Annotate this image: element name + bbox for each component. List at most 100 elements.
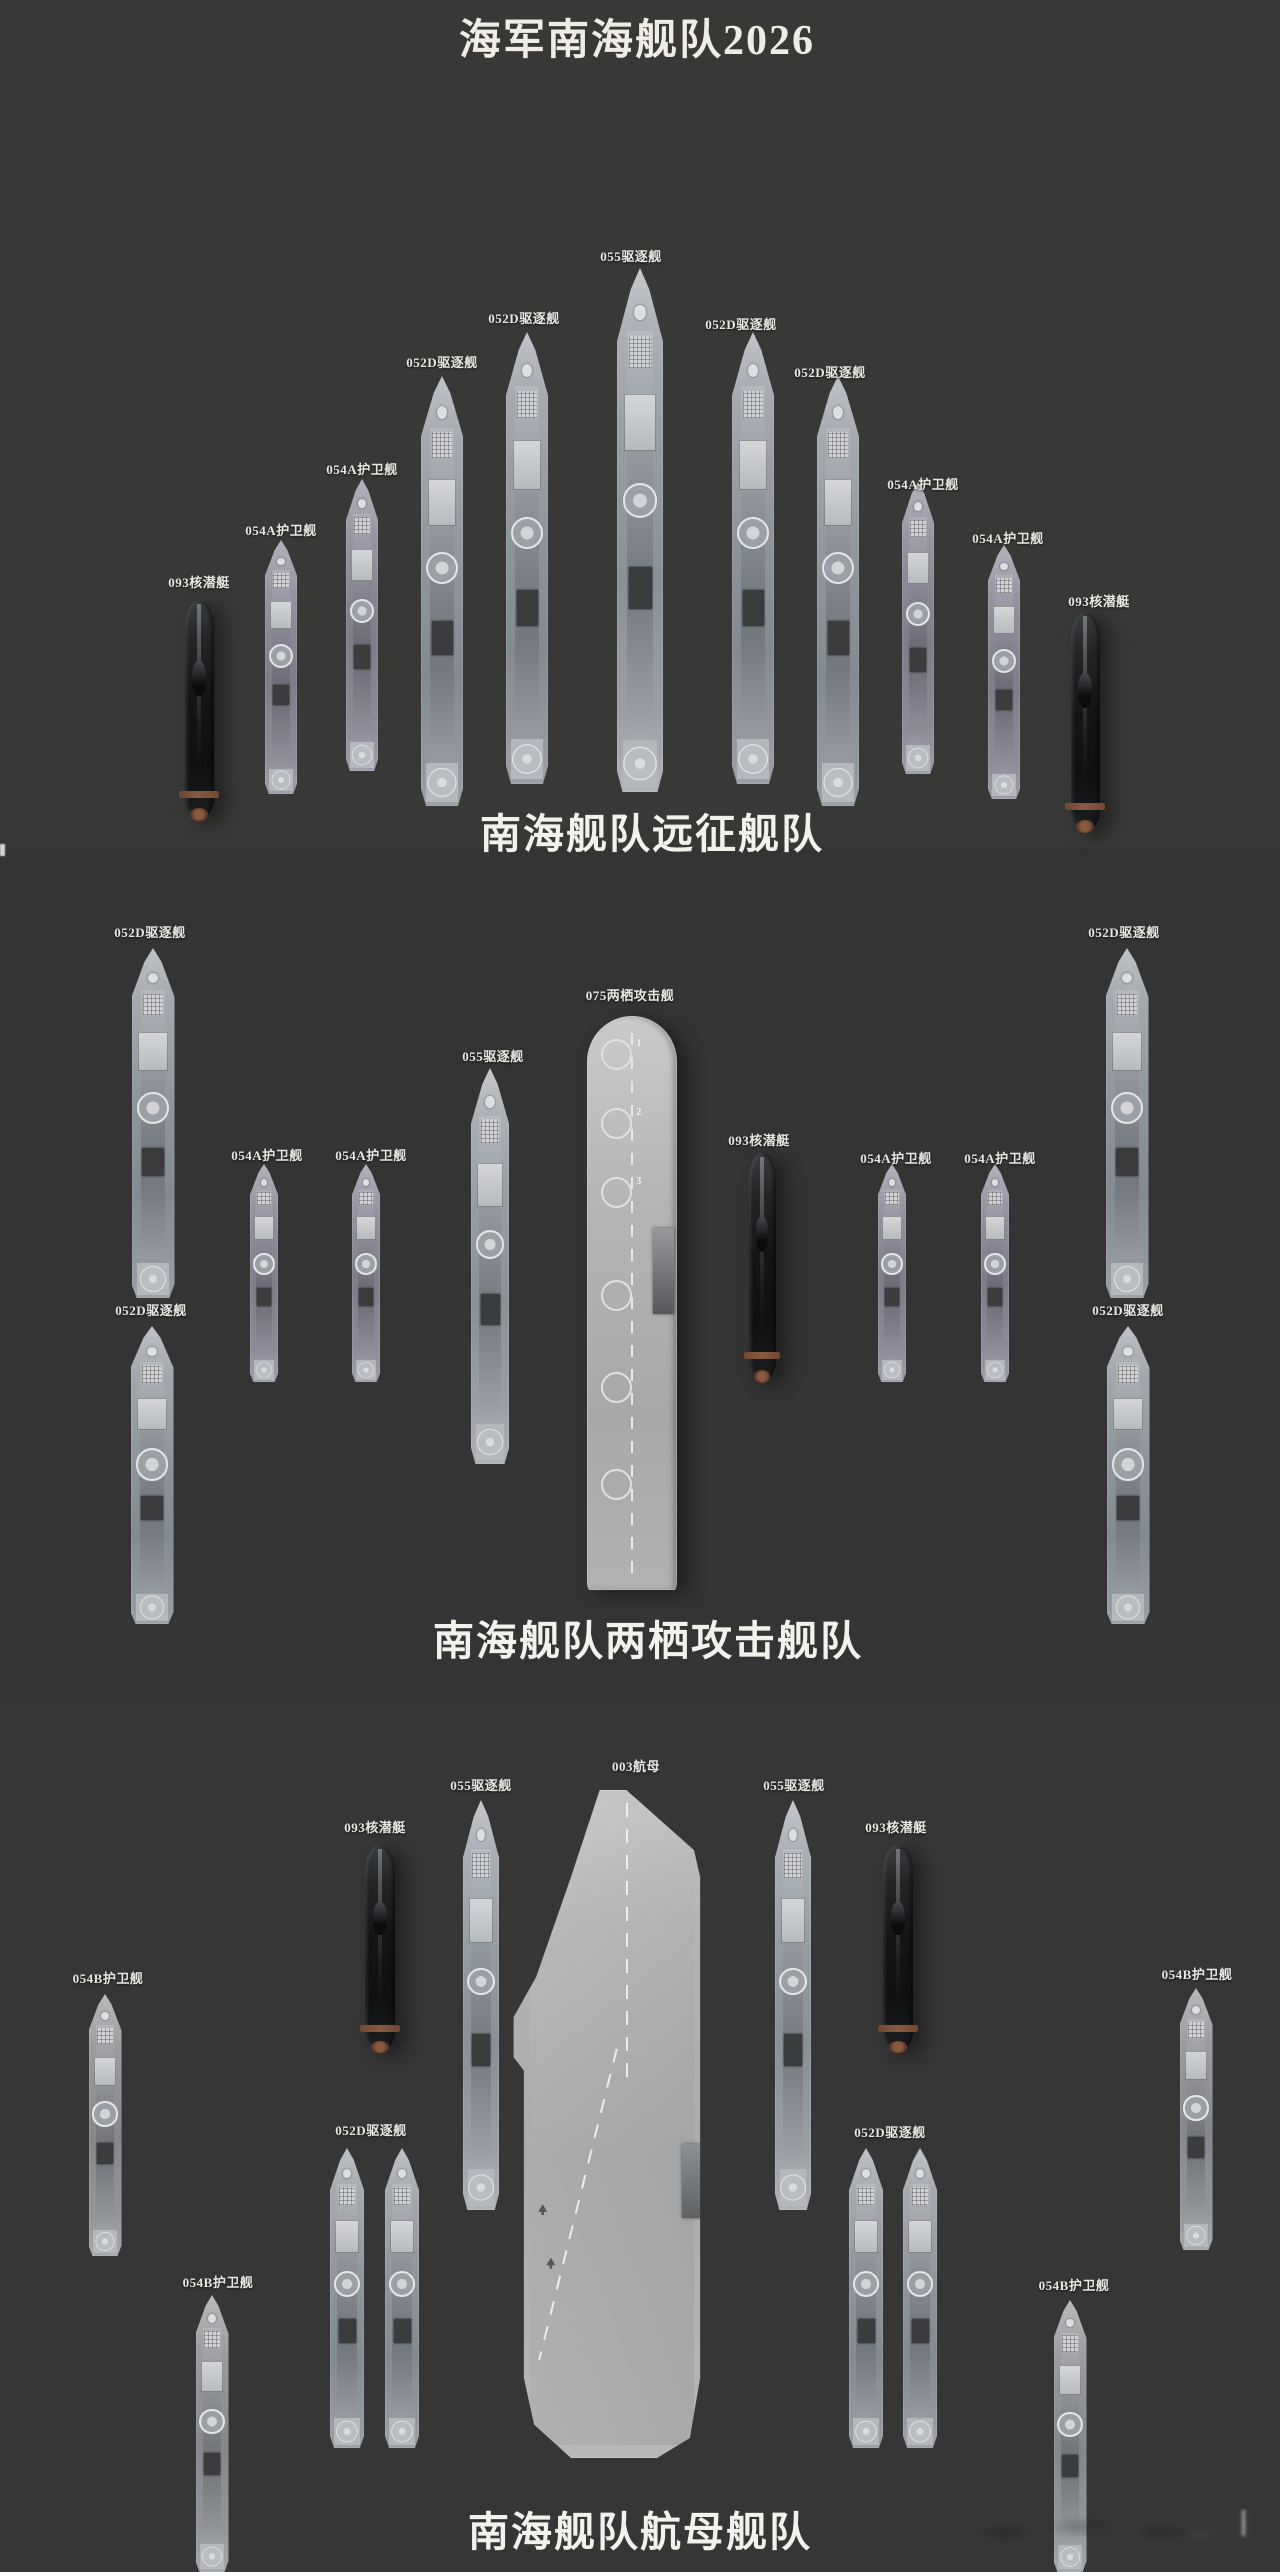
funnel-block xyxy=(516,589,538,626)
helipad xyxy=(906,744,930,772)
vls-cells xyxy=(1188,2022,1204,2038)
sub-sail xyxy=(373,1902,387,1936)
ship-052d-destroyer xyxy=(817,376,859,806)
vls-cells xyxy=(393,2187,411,2205)
funnel-block xyxy=(885,1288,899,1306)
ship-054a-frigate xyxy=(981,1164,1009,1382)
radar-dome xyxy=(92,2101,118,2127)
helipad xyxy=(622,739,658,787)
ship-055-destroyer xyxy=(775,1800,811,2210)
stern-planes xyxy=(743,1352,781,1360)
vls-cells xyxy=(996,578,1012,594)
ship-label-sub093: 093核潜艇 xyxy=(1068,594,1130,609)
ship-label-lhd075: 075两栖攻击舰 xyxy=(585,988,675,1003)
gun-mount xyxy=(101,2012,109,2021)
ship-label-f054a: 054A护卫舰 xyxy=(860,1151,932,1166)
helicopter-spot: 3 xyxy=(601,1176,641,1208)
bridge xyxy=(738,440,768,491)
bridge xyxy=(200,2361,224,2392)
gun-mount xyxy=(915,2169,925,2178)
ship-054a-frigate xyxy=(352,1164,380,1382)
gun-mount xyxy=(1122,1346,1134,1356)
ship-003-carrier xyxy=(513,1790,701,2458)
radar-dome xyxy=(475,1230,505,1260)
helicopter-spot: 1 xyxy=(601,1038,641,1070)
vls-cells xyxy=(516,390,538,418)
ship-label-sub093: 093核潜艇 xyxy=(728,1133,790,1148)
ship-label-d055: 055驱逐舰 xyxy=(450,1778,512,1793)
stern-planes xyxy=(179,791,219,799)
gun-mount xyxy=(146,1346,158,1356)
bridge xyxy=(468,1898,494,1944)
ship-label-f054b: 054B护卫舰 xyxy=(182,2275,254,2290)
ship-052d-destroyer xyxy=(732,332,774,784)
ship-label-f054a: 054A护卫舰 xyxy=(245,523,317,538)
helipad xyxy=(853,2418,879,2445)
helipad xyxy=(92,2229,118,2254)
radar-dome xyxy=(253,1253,275,1275)
gun-mount xyxy=(914,502,922,512)
gun-mount xyxy=(436,406,448,419)
lhd-island xyxy=(652,1228,675,1315)
bridge xyxy=(254,1216,274,1241)
page-title: 海军南海舰队2026 xyxy=(458,18,816,64)
ship-093-submarine xyxy=(743,1152,781,1384)
helipad xyxy=(467,2169,495,2206)
ship-054b-frigate xyxy=(88,1994,122,2256)
helipad xyxy=(737,738,769,780)
funnel-block xyxy=(393,2319,411,2343)
sub-sail xyxy=(1078,673,1092,708)
ship-label-sub093: 093核潜艇 xyxy=(168,575,230,590)
ship-093-submarine xyxy=(1065,612,1105,834)
vls-cells xyxy=(885,1192,899,1206)
gun-mount xyxy=(358,499,366,509)
funnel-block xyxy=(1187,2137,1205,2159)
bridge xyxy=(270,600,292,629)
vls-cells xyxy=(1117,1364,1139,1383)
gun-mount xyxy=(788,1828,798,1841)
radar-dome xyxy=(881,1253,903,1275)
helipad xyxy=(199,2544,225,2570)
bridge xyxy=(907,552,929,585)
bridge xyxy=(138,1032,168,1071)
gun-mount xyxy=(888,1179,896,1186)
vls-cells xyxy=(988,1192,1002,1206)
helipad xyxy=(984,1360,1006,1380)
ship-075-amphibious-assault: 1 2 3 xyxy=(587,1016,677,1590)
ship-055-destroyer xyxy=(463,1800,499,2210)
gun-mount xyxy=(397,2169,407,2178)
gun-mount xyxy=(260,1179,268,1186)
gun-mount xyxy=(485,1095,495,1108)
funnel-block xyxy=(257,1288,271,1306)
ship-label-sub093: 093核潜艇 xyxy=(865,1820,927,1835)
radar-dome xyxy=(1111,1448,1145,1481)
ship-054a-frigate xyxy=(250,1164,278,1382)
gun-mount xyxy=(1192,2006,1200,2015)
carrier-island xyxy=(681,2144,701,2218)
vls-cells xyxy=(97,2028,113,2044)
funnel-block xyxy=(96,2143,114,2165)
radar-dome xyxy=(991,649,1017,674)
funnel-block xyxy=(911,2319,929,2343)
gun-mount xyxy=(991,1179,999,1186)
ship-label-d055: 055驱逐舰 xyxy=(763,1778,825,1793)
bridge xyxy=(854,2220,878,2253)
helicopter-spot: 2 xyxy=(601,1107,641,1139)
gun-mount xyxy=(832,406,844,419)
vls-cells xyxy=(338,2187,356,2205)
funnel-block xyxy=(359,1288,373,1306)
funnel-block xyxy=(142,1147,164,1176)
bridge xyxy=(427,479,457,527)
ship-052d-destroyer xyxy=(330,2148,364,2448)
funnel-block xyxy=(338,2319,356,2343)
funnel-block xyxy=(141,1495,163,1520)
ship-093-submarine xyxy=(359,1845,401,2054)
helipad xyxy=(350,741,374,769)
radar-dome xyxy=(355,1253,377,1275)
ship-052d-destroyer xyxy=(385,2148,419,2448)
helicopter-spot xyxy=(601,1280,633,1312)
helipad xyxy=(355,1360,377,1380)
helipad xyxy=(269,768,293,792)
ship-label-f054a: 054A护卫舰 xyxy=(972,531,1044,546)
bridge xyxy=(1058,2365,1082,2396)
